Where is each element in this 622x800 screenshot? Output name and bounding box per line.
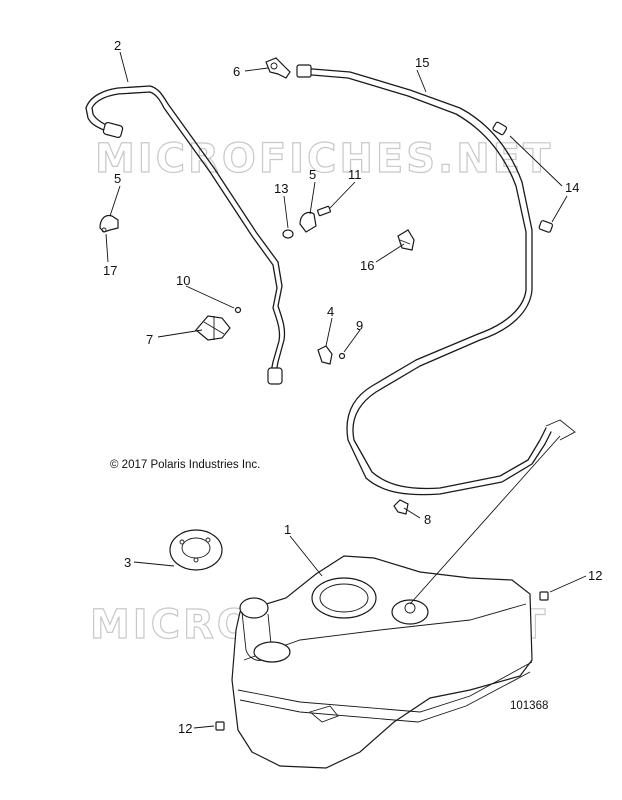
callout-labels: 2 6 15 5 17 13 5 11 14 16 10 7 4 9 8 1 3… [103, 38, 602, 736]
copyright-notice: © 2017 Polaris Industries Inc. [110, 459, 260, 471]
callout-6: 6 [233, 64, 240, 79]
callout-10: 10 [176, 273, 190, 288]
callout-14: 14 [565, 180, 579, 195]
clamp-part-5-left [99, 214, 119, 233]
vent-line-part-15 [296, 64, 552, 496]
diagram-number: 101368 [510, 700, 548, 712]
vent-line-end [545, 419, 576, 441]
callout-12-right: 12 [588, 568, 602, 583]
clip-part-8 [393, 499, 409, 515]
bolt-part-11 [317, 205, 331, 217]
callout-15: 15 [415, 55, 429, 70]
callout-8: 8 [424, 512, 431, 527]
clip-part-4 [317, 345, 333, 365]
screw-part-10 [234, 306, 242, 314]
callout-11: 11 [348, 167, 362, 182]
clip-part-14-upper [492, 121, 508, 136]
callout-16: 16 [360, 258, 374, 273]
callout-2: 2 [114, 38, 121, 53]
callout-5-left: 5 [114, 171, 121, 186]
callout-12-left: 12 [178, 721, 192, 736]
bracket-part-16 [397, 229, 415, 251]
callout-7: 7 [146, 332, 153, 347]
callout-4: 4 [327, 304, 334, 319]
elbow-connector-part-6 [265, 57, 291, 79]
bolt-part-12-left [215, 721, 225, 731]
leader-lines [105, 51, 587, 729]
callout-3: 3 [124, 555, 131, 570]
watermark-top: MICROFICHES.NET [95, 136, 553, 182]
nut-part-9 [338, 352, 346, 360]
lock-ring-part-3 [169, 529, 223, 571]
clamp-part-5-center [299, 211, 317, 233]
leader-tank-vent [409, 435, 561, 605]
callout-17: 17 [103, 263, 117, 278]
callout-1: 1 [284, 522, 291, 537]
callout-5-center: 5 [309, 167, 316, 182]
nut-part-13 [282, 229, 294, 239]
callout-9: 9 [356, 318, 363, 333]
callout-13: 13 [274, 181, 288, 196]
fuel-tank-part-1 [231, 555, 533, 769]
clip-part-14-lower [538, 220, 554, 233]
retainer-clip-part-7 [195, 315, 231, 341]
fuel-line-part-2 [85, 85, 286, 385]
bolt-part-12-right [539, 591, 549, 601]
